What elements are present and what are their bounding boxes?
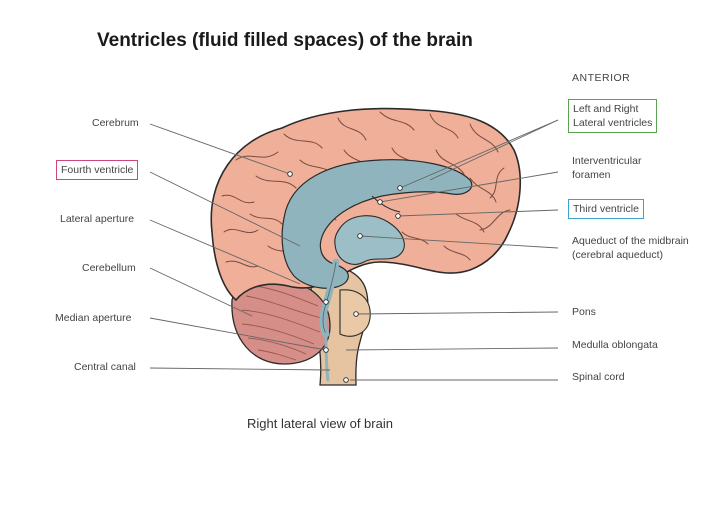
label-third-ventricle: Third ventricle <box>568 199 644 219</box>
label-lateral-aperture: Lateral aperture <box>60 213 135 225</box>
label-pons: Pons <box>572 306 596 318</box>
label-interventricular-line1: Interventricular <box>572 155 642 167</box>
label-central-canal: Central canal <box>74 361 136 373</box>
label-lateral-ventricles-line1: Left and Right <box>573 103 639 115</box>
label-aqueduct-line2: (cerebral aqueduct) <box>572 249 664 261</box>
label-cerebrum: Cerebrum <box>92 117 139 129</box>
cerebrum <box>210 107 522 302</box>
central-canal <box>324 332 330 382</box>
label-medulla-oblongata: Medulla oblongata <box>572 339 658 351</box>
label-aqueduct-line1: Aqueduct of the midbrain <box>572 235 689 247</box>
label-interventricular-foramen: Interventricular foramen <box>572 154 641 182</box>
label-lateral-ventricles: Left and Right Lateral ventricles <box>568 99 658 133</box>
target-dots <box>287 171 403 383</box>
label-anterior: ANTERIOR <box>572 72 631 84</box>
label-lateral-ventricles-line2: Lateral ventricles <box>573 117 653 129</box>
diagram-title: Ventricles (fluid filled spaces) of the … <box>97 30 473 51</box>
diagram-caption: Right lateral view of brain <box>247 416 393 431</box>
label-aqueduct: Aqueduct of the midbrain (cerebral aqued… <box>572 234 689 262</box>
label-median-aperture: Median aperture <box>55 312 132 324</box>
cerebellum-folia <box>241 285 323 361</box>
label-spinal-cord: Spinal cord <box>572 371 625 383</box>
label-fourth-ventricle: Fourth ventricle <box>56 160 139 180</box>
third-ventricle <box>334 215 405 265</box>
leader-lines <box>149 119 559 381</box>
label-cerebellum: Cerebellum <box>82 262 136 274</box>
label-interventricular-line2: foramen <box>572 169 611 181</box>
interventricular-foramen <box>371 195 401 213</box>
